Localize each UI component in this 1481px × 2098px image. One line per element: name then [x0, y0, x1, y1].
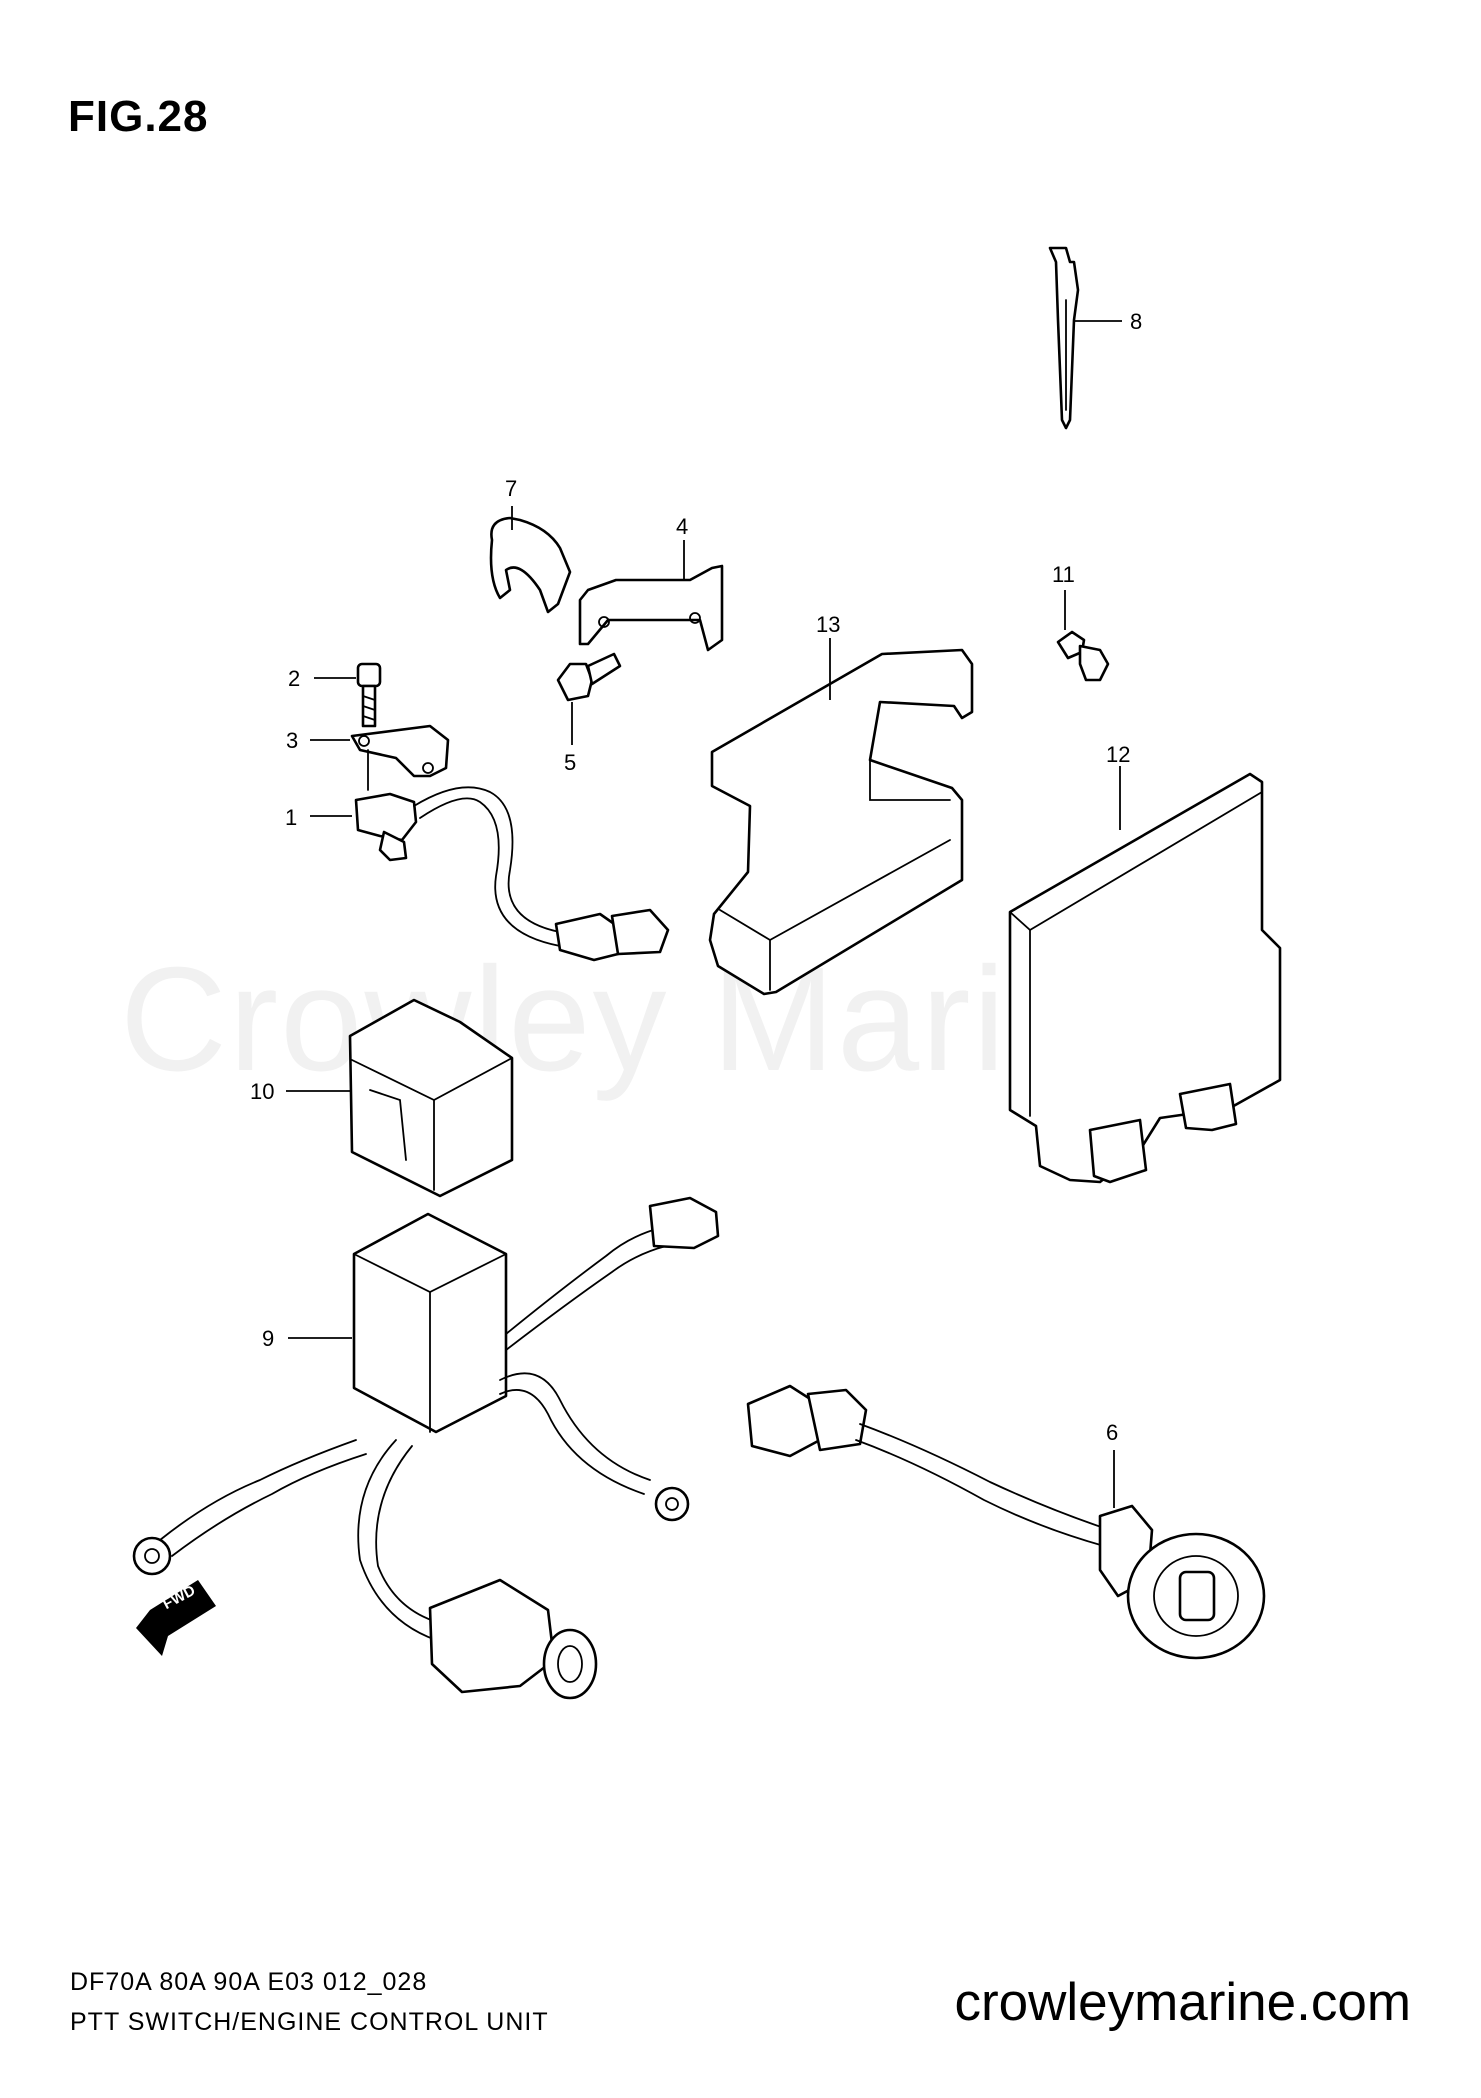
figure-title: FIG.28: [68, 92, 209, 141]
callout-11: 11: [1052, 562, 1075, 587]
ecu-cover-part[interactable]: [708, 648, 974, 996]
watermark: Crowley Marine: [120, 937, 1177, 1102]
site-link[interactable]: crowleymarine.com: [954, 1973, 1411, 2032]
switch-harness-part[interactable]: [746, 1384, 1266, 1660]
wiring-harness-part[interactable]: [132, 1196, 720, 1700]
ptt-switch-part[interactable]: [354, 749, 670, 962]
wire-clamp-part[interactable]: [489, 516, 572, 614]
callout-7: 7: [505, 476, 517, 501]
relay-part[interactable]: [348, 998, 514, 1198]
callout-9: 9: [262, 1326, 274, 1351]
fwd-arrow-icon: [136, 1580, 216, 1656]
callout-6: 6: [1106, 1420, 1118, 1445]
callout-4: 4: [676, 514, 688, 539]
bolt-part-11[interactable]: [1056, 630, 1110, 682]
bracket-part[interactable]: [578, 564, 724, 652]
callout-10: 10: [250, 1079, 274, 1104]
plate-part[interactable]: [350, 724, 450, 778]
footer-title-line: PTT SWITCH/ENGINE CONTROL UNIT: [70, 2008, 549, 2036]
callout-8: 8: [1130, 309, 1142, 334]
callout-13: 13: [816, 612, 840, 637]
bolt-part-5[interactable]: [556, 652, 622, 702]
callout-1: 1: [285, 805, 297, 830]
callout-2: 2: [288, 666, 300, 691]
screw-part[interactable]: [356, 662, 382, 728]
cable-tie-part[interactable]: [1048, 246, 1080, 430]
callout-3: 3: [286, 728, 298, 753]
callout-5: 5: [564, 750, 576, 775]
callout-12: 12: [1106, 742, 1130, 767]
footer-model-line: DF70A 80A 90A E03 012_028: [70, 1968, 428, 1996]
ecu-unit-part[interactable]: [1008, 772, 1282, 1184]
